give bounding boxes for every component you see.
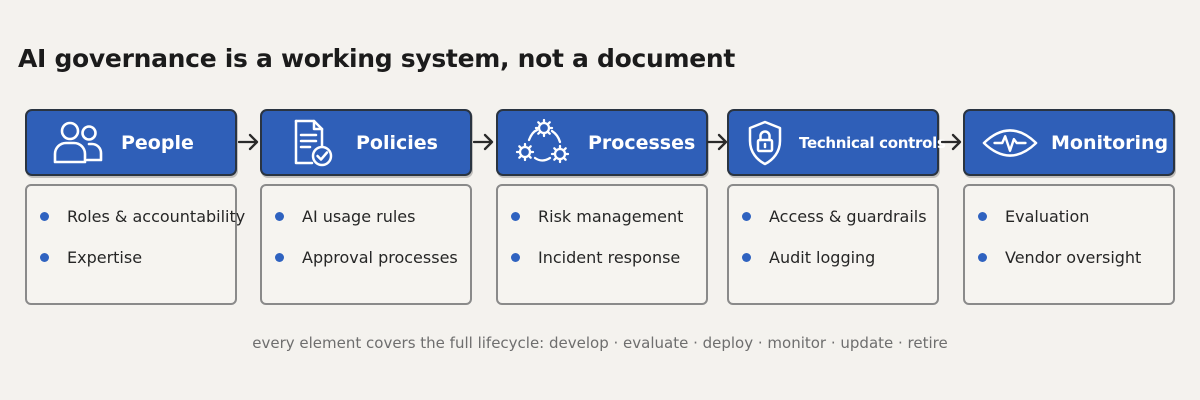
item-text: Evaluation xyxy=(1005,207,1090,226)
list-item: Expertise xyxy=(27,247,235,268)
flow-arrow-icon xyxy=(707,133,728,151)
stage-header-monitoring: Monitoring xyxy=(963,109,1175,176)
item-text: Access & guardrails xyxy=(769,207,927,226)
bullet-dot xyxy=(742,212,751,221)
stage-header-technical-controls: Technical controls xyxy=(727,109,946,176)
gears-cycle-icon xyxy=(514,118,572,168)
list-item: Audit logging xyxy=(729,247,937,268)
item-text: Risk management xyxy=(538,207,684,226)
stage-card-people: Roles & accountability Expertise xyxy=(25,184,245,305)
stage-card-policies: AI usage rules Approval processes xyxy=(260,184,472,305)
stage-title: People xyxy=(121,131,194,154)
stage-header-people: People xyxy=(25,109,237,176)
stage-header-policies: Policies xyxy=(260,109,472,176)
flow-arrow-icon xyxy=(941,133,962,151)
bullet-dot xyxy=(40,212,49,221)
stage-title: Monitoring xyxy=(1051,131,1169,154)
list-item: Vendor oversight xyxy=(965,247,1173,268)
list-item: Risk management xyxy=(498,206,706,227)
item-text: Approval processes xyxy=(302,248,458,267)
policy-document-icon xyxy=(284,118,342,168)
stage-title: Policies xyxy=(356,131,438,154)
stage-title: Technical controls xyxy=(799,133,946,152)
eye-pulse-icon xyxy=(981,118,1039,168)
item-text: Audit logging xyxy=(769,248,876,267)
item-text: Vendor oversight xyxy=(1005,248,1142,267)
bullet-dot xyxy=(275,253,284,262)
bullet-dot xyxy=(978,212,987,221)
diagram-title: AI governance is a working system, not a… xyxy=(18,44,736,73)
bullet-dot xyxy=(275,212,284,221)
list-item: Evaluation xyxy=(965,206,1173,227)
list-item: Access & guardrails xyxy=(729,206,937,227)
item-text: Expertise xyxy=(67,248,143,267)
stage-title: Processes xyxy=(588,131,696,154)
item-text: AI usage rules xyxy=(302,207,416,226)
item-text: Incident response xyxy=(538,248,681,267)
bullet-dot xyxy=(978,253,987,262)
list-item: Incident response xyxy=(498,247,706,268)
people-icon xyxy=(49,118,107,168)
list-item: Approval processes xyxy=(262,247,470,268)
shield-lock-icon xyxy=(741,118,789,168)
bullet-dot xyxy=(511,253,520,262)
flow-arrow-icon xyxy=(473,133,494,151)
stage-card-monitoring: Evaluation Vendor oversight xyxy=(963,184,1175,305)
bullet-dot xyxy=(40,253,49,262)
stage-card-processes: Risk management Incident response xyxy=(496,184,708,305)
flow-arrow-icon xyxy=(238,133,259,151)
list-item: Roles & accountability xyxy=(27,206,245,227)
stage-card-technical-controls: Access & guardrails Audit logging xyxy=(727,184,939,305)
item-text: Roles & accountability xyxy=(67,207,246,226)
list-item: AI usage rules xyxy=(262,206,470,227)
lifecycle-caption: every element covers the full lifecycle:… xyxy=(252,334,948,352)
bullet-dot xyxy=(742,253,751,262)
bullet-dot xyxy=(511,212,520,221)
stage-header-processes: Processes xyxy=(496,109,708,176)
